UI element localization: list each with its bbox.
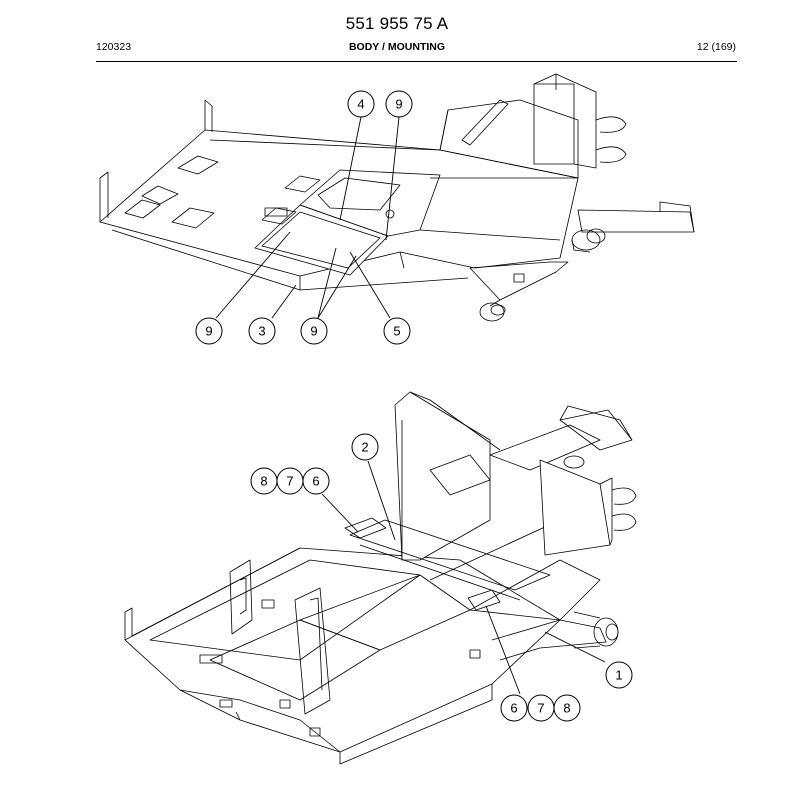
callout-label: 8 <box>563 701 570 716</box>
callout-label: 1 <box>615 668 622 683</box>
callout-label: 7 <box>286 474 293 489</box>
top-leader-lines <box>215 116 400 319</box>
callout-label: 8 <box>260 474 267 489</box>
callout-label: 2 <box>361 440 368 455</box>
callouts: 4 9 9 3 9 5 2 8 7 6 1 6 7 8 <box>195 90 633 722</box>
callout-bottom-8b: 8 <box>553 694 581 722</box>
header-rule <box>96 61 737 62</box>
callout-bottom-6b: 6 <box>500 694 528 722</box>
callout-bottom-7a: 7 <box>276 467 304 495</box>
callout-label: 9 <box>205 324 212 339</box>
callout-bottom-8a: 8 <box>250 467 278 495</box>
bottom-leader-lines <box>321 460 606 695</box>
callout-bottom-2: 2 <box>351 433 379 461</box>
callout-label: 5 <box>393 324 400 339</box>
callout-top-9c: 9 <box>300 317 328 345</box>
callout-top-5: 5 <box>383 317 411 345</box>
callout-top-3: 3 <box>248 317 276 345</box>
callout-top-4: 4 <box>347 90 375 118</box>
callout-label: 4 <box>357 97 364 112</box>
callout-label: 3 <box>258 324 265 339</box>
callout-label: 6 <box>312 474 319 489</box>
callout-top-9b: 9 <box>195 317 223 345</box>
document-code: 120323 <box>96 41 132 53</box>
bottom-assembly-drawing <box>124 391 637 765</box>
callout-label: 9 <box>310 324 317 339</box>
callout-top-9a: 9 <box>385 90 413 118</box>
callout-label: 9 <box>395 97 402 112</box>
callout-label: 6 <box>510 701 517 716</box>
callout-bottom-1: 1 <box>605 661 633 689</box>
callout-bottom-7b: 7 <box>527 694 555 722</box>
callout-bottom-6a: 6 <box>302 467 330 495</box>
document-number: 551 955 75 A <box>345 14 449 33</box>
section-title: BODY / MOUNTING <box>348 41 446 53</box>
page-number: 12 (169) <box>696 41 736 53</box>
callout-label: 7 <box>537 701 544 716</box>
